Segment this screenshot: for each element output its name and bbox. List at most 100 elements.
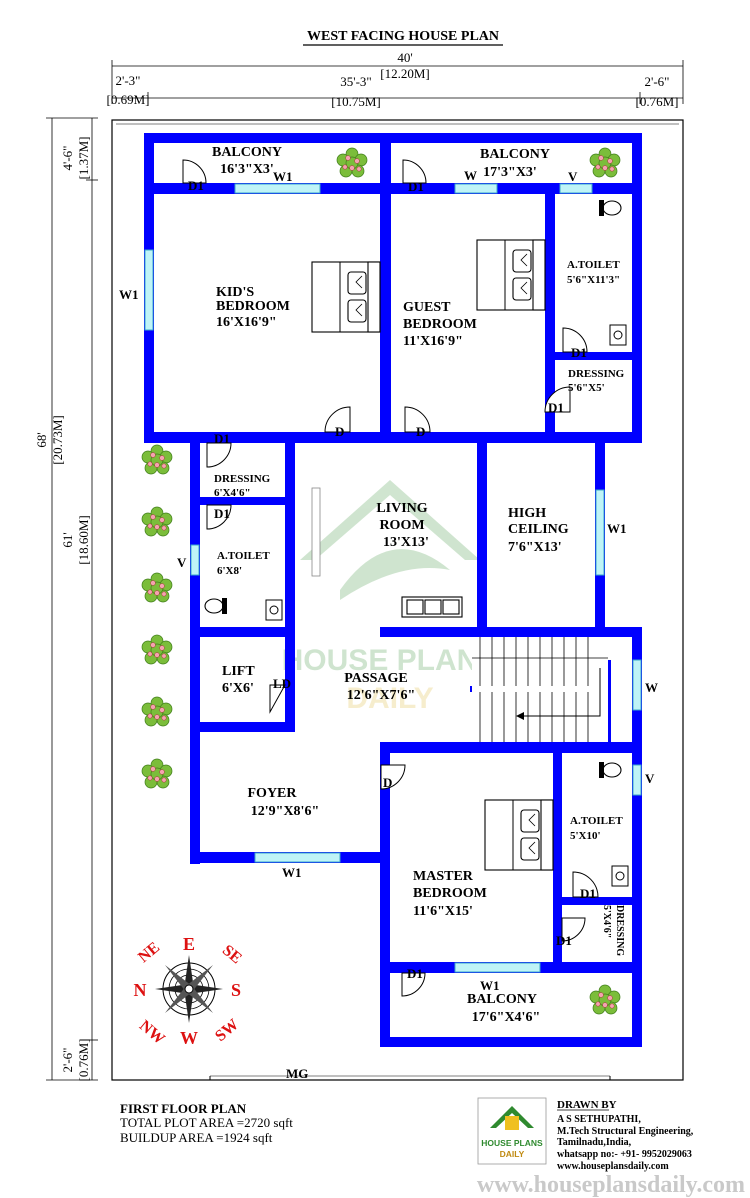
- watermark-line2: DAILY: [346, 682, 433, 715]
- master-name1: MASTER: [413, 869, 474, 884]
- tag-d-b: D: [416, 424, 425, 439]
- master-name2: BEDROOM: [413, 886, 487, 901]
- balcony3-size: 17'6"X4'6": [472, 1010, 540, 1025]
- plot-area: TOTAL PLOT AREA =2720 sqft: [120, 1115, 293, 1130]
- inner-width-m: [10.75M]: [331, 94, 380, 109]
- tag-w1-c: W1: [607, 521, 627, 536]
- balcony1-size: 16'3"X3': [220, 162, 274, 177]
- drawn-by: DRAWN BY: [557, 1099, 617, 1111]
- dressing2-size: 6'X4'6": [214, 487, 251, 499]
- atoilet2-name: A.TOILET: [217, 550, 270, 562]
- left-offset-m: [0.69M]: [107, 92, 150, 107]
- passage-name: PASSAGE: [344, 671, 408, 686]
- location: Tamilnadu,India,: [557, 1137, 632, 1148]
- compass-w: W: [180, 1028, 198, 1048]
- bottom-offset: 2'-6": [60, 1048, 75, 1073]
- tag-d1-d: D1: [548, 400, 564, 415]
- compass-icon: E W N S NE SE NW SW: [134, 934, 245, 1048]
- tag-d1-a: D1: [188, 178, 204, 193]
- whatsapp: whatsapp no:- +91- 9952029063: [557, 1149, 692, 1160]
- dressing3-size: 5'X4'6": [601, 905, 612, 938]
- compass-n: N: [134, 980, 147, 1000]
- foyer-name: FOYER: [248, 786, 298, 801]
- right-offset: 2'-6": [645, 74, 670, 89]
- atoilet2-size: 6'X8': [217, 565, 242, 577]
- foyer-size: 12'9"X8'6": [251, 804, 319, 819]
- vertical-dimensions: 4'-6" [1.37M] 68' [20.73M] 61' [18.60M] …: [34, 117, 98, 1081]
- tag-w-a: W: [464, 168, 477, 183]
- high-size: 7'6"X13': [508, 540, 562, 555]
- tag-w1-b: W1: [119, 287, 139, 302]
- windows: [144, 183, 642, 973]
- atoilet3-name: A.TOILET: [570, 815, 623, 827]
- tag-d1-c: D1: [571, 345, 587, 360]
- tag-d1-b: D1: [408, 179, 424, 194]
- dressing1-size: 5'6"X5': [568, 382, 605, 394]
- compass-e: E: [183, 934, 195, 954]
- tag-d1-e: D1: [214, 431, 230, 446]
- dressing1-name: DRESSING: [568, 368, 625, 380]
- author-info: DRAWN BY A S SETHUPATHI, M.Tech Structur…: [557, 1099, 694, 1172]
- compass-sw: SW: [212, 1016, 242, 1045]
- high-name1: HIGH: [508, 506, 546, 521]
- horizontal-dimensions: 40' [12.20M] 2'-3" [0.69M] 35'-3" [10.75…: [107, 50, 684, 109]
- dressing2-name: DRESSING: [214, 473, 271, 485]
- inner-depth-m: [18.60M]: [76, 515, 91, 564]
- plot-boundary: [111, 119, 684, 1081]
- tag-d1-f: D1: [214, 506, 230, 521]
- tag-w1-d: W1: [282, 865, 302, 880]
- top-offset-m: [1.37M]: [76, 137, 91, 180]
- compass-ne: NE: [135, 939, 163, 966]
- balcony3-name: BALCONY: [467, 992, 537, 1007]
- author-name: A S SETHUPATHI,: [557, 1114, 641, 1125]
- logo-line1: HOUSE PLANS: [481, 1138, 543, 1148]
- overall-depth: 68': [34, 432, 49, 447]
- passage-size: 12'6"X7'6": [347, 688, 415, 703]
- guest-name2: BEDROOM: [403, 317, 477, 332]
- tag-w1-a: W1: [273, 169, 293, 184]
- lift-name: LIFT: [222, 664, 255, 679]
- doors: [182, 159, 599, 997]
- tag-d1-i: D1: [407, 966, 423, 981]
- guest-size: 11'X16'9": [403, 334, 463, 349]
- atoilet1-size: 5'6"X11'3": [567, 274, 620, 286]
- staircase: [472, 637, 608, 742]
- tag-v-c: V: [645, 771, 655, 786]
- tag-v-b: V: [177, 555, 187, 570]
- tag-d-c: D: [383, 775, 392, 790]
- tag-mg: MG: [286, 1066, 308, 1081]
- atoilet3-size: 5'X10': [570, 830, 601, 842]
- tag-w-b: W: [645, 680, 658, 695]
- overall-width: 40': [397, 50, 412, 65]
- left-offset: 2'-3": [116, 73, 141, 88]
- plan-title: WEST FACING HOUSE PLAN: [307, 29, 499, 44]
- master-size: 11'6"X15': [413, 904, 473, 919]
- compass-se: SE: [219, 942, 245, 968]
- kids-name2: BEDROOM: [216, 299, 290, 314]
- overall-width-m: [12.20M]: [380, 66, 429, 81]
- atoilet1-name: A.TOILET: [567, 259, 620, 271]
- high-name2: CEILING: [508, 522, 569, 537]
- opening-tags: D1 W1 D1 W V W1 D D D1 D1 D1 D1 V W1 LD …: [119, 168, 658, 1081]
- room-labels: BALCONY 16'3"X3' BALCONY 17'3"X3' KID'S …: [212, 145, 625, 1025]
- compass-nw: NW: [136, 1017, 168, 1048]
- watermark-line1: HOUSE PLANS: [282, 644, 499, 677]
- kids-size: 16'X16'9": [216, 315, 277, 330]
- living-size: 13'X13': [383, 535, 429, 550]
- buildup-area: BUILDUP AREA =1924 sqft: [120, 1130, 273, 1145]
- bottom-url: www.houseplansdaily.com: [477, 1172, 745, 1198]
- right-offset-m: [0.76M]: [636, 94, 679, 109]
- kids-name1: KID'S: [216, 285, 254, 300]
- tv-unit: [311, 487, 321, 577]
- tag-v-a: V: [568, 169, 578, 184]
- inner-depth: 61': [60, 532, 75, 547]
- guest-name1: GUEST: [403, 300, 451, 315]
- tag-w1-e: W1: [480, 978, 500, 993]
- qualification: M.Tech Structural Engineering,: [557, 1126, 694, 1137]
- website: www.houseplansdaily.com: [557, 1161, 669, 1172]
- top-offset: 4'-6": [60, 146, 75, 171]
- furniture: [204, 199, 629, 887]
- tag-ld: LD: [273, 676, 291, 691]
